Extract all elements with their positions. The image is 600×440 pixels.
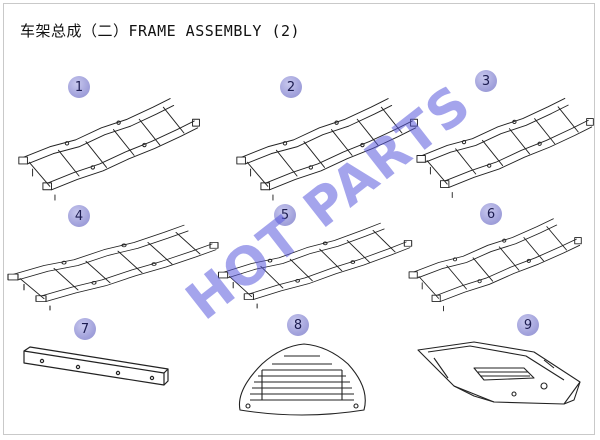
underbody-skid-plate-drawing — [417, 341, 581, 405]
part-number-badge: 1 — [68, 76, 90, 98]
part-number-badge: 2 — [280, 76, 302, 98]
ladder-frame-drawing — [416, 97, 594, 198]
part-number-badge: 3 — [475, 70, 497, 92]
part-number-badge: 6 — [480, 203, 502, 225]
part-number-badge: 9 — [517, 314, 539, 336]
part-number-badge: 8 — [287, 314, 309, 336]
page-title: 车架总成（二）FRAME ASSEMBLY (2) — [20, 22, 301, 40]
ladder-frame-drawing — [236, 98, 418, 201]
part-number-badge: 5 — [274, 204, 296, 226]
ladder-frame-drawing — [18, 98, 200, 201]
cross-member-bar-drawing — [23, 346, 169, 386]
ladder-frame-drawing — [408, 218, 582, 312]
part-number-badge: 7 — [74, 318, 96, 340]
louvered-vent-panel-drawing — [238, 343, 366, 416]
ladder-frame-drawing — [7, 224, 219, 311]
part-number-badge: 4 — [68, 205, 90, 227]
ladder-frame-drawing — [217, 222, 413, 309]
page-border — [3, 3, 595, 435]
